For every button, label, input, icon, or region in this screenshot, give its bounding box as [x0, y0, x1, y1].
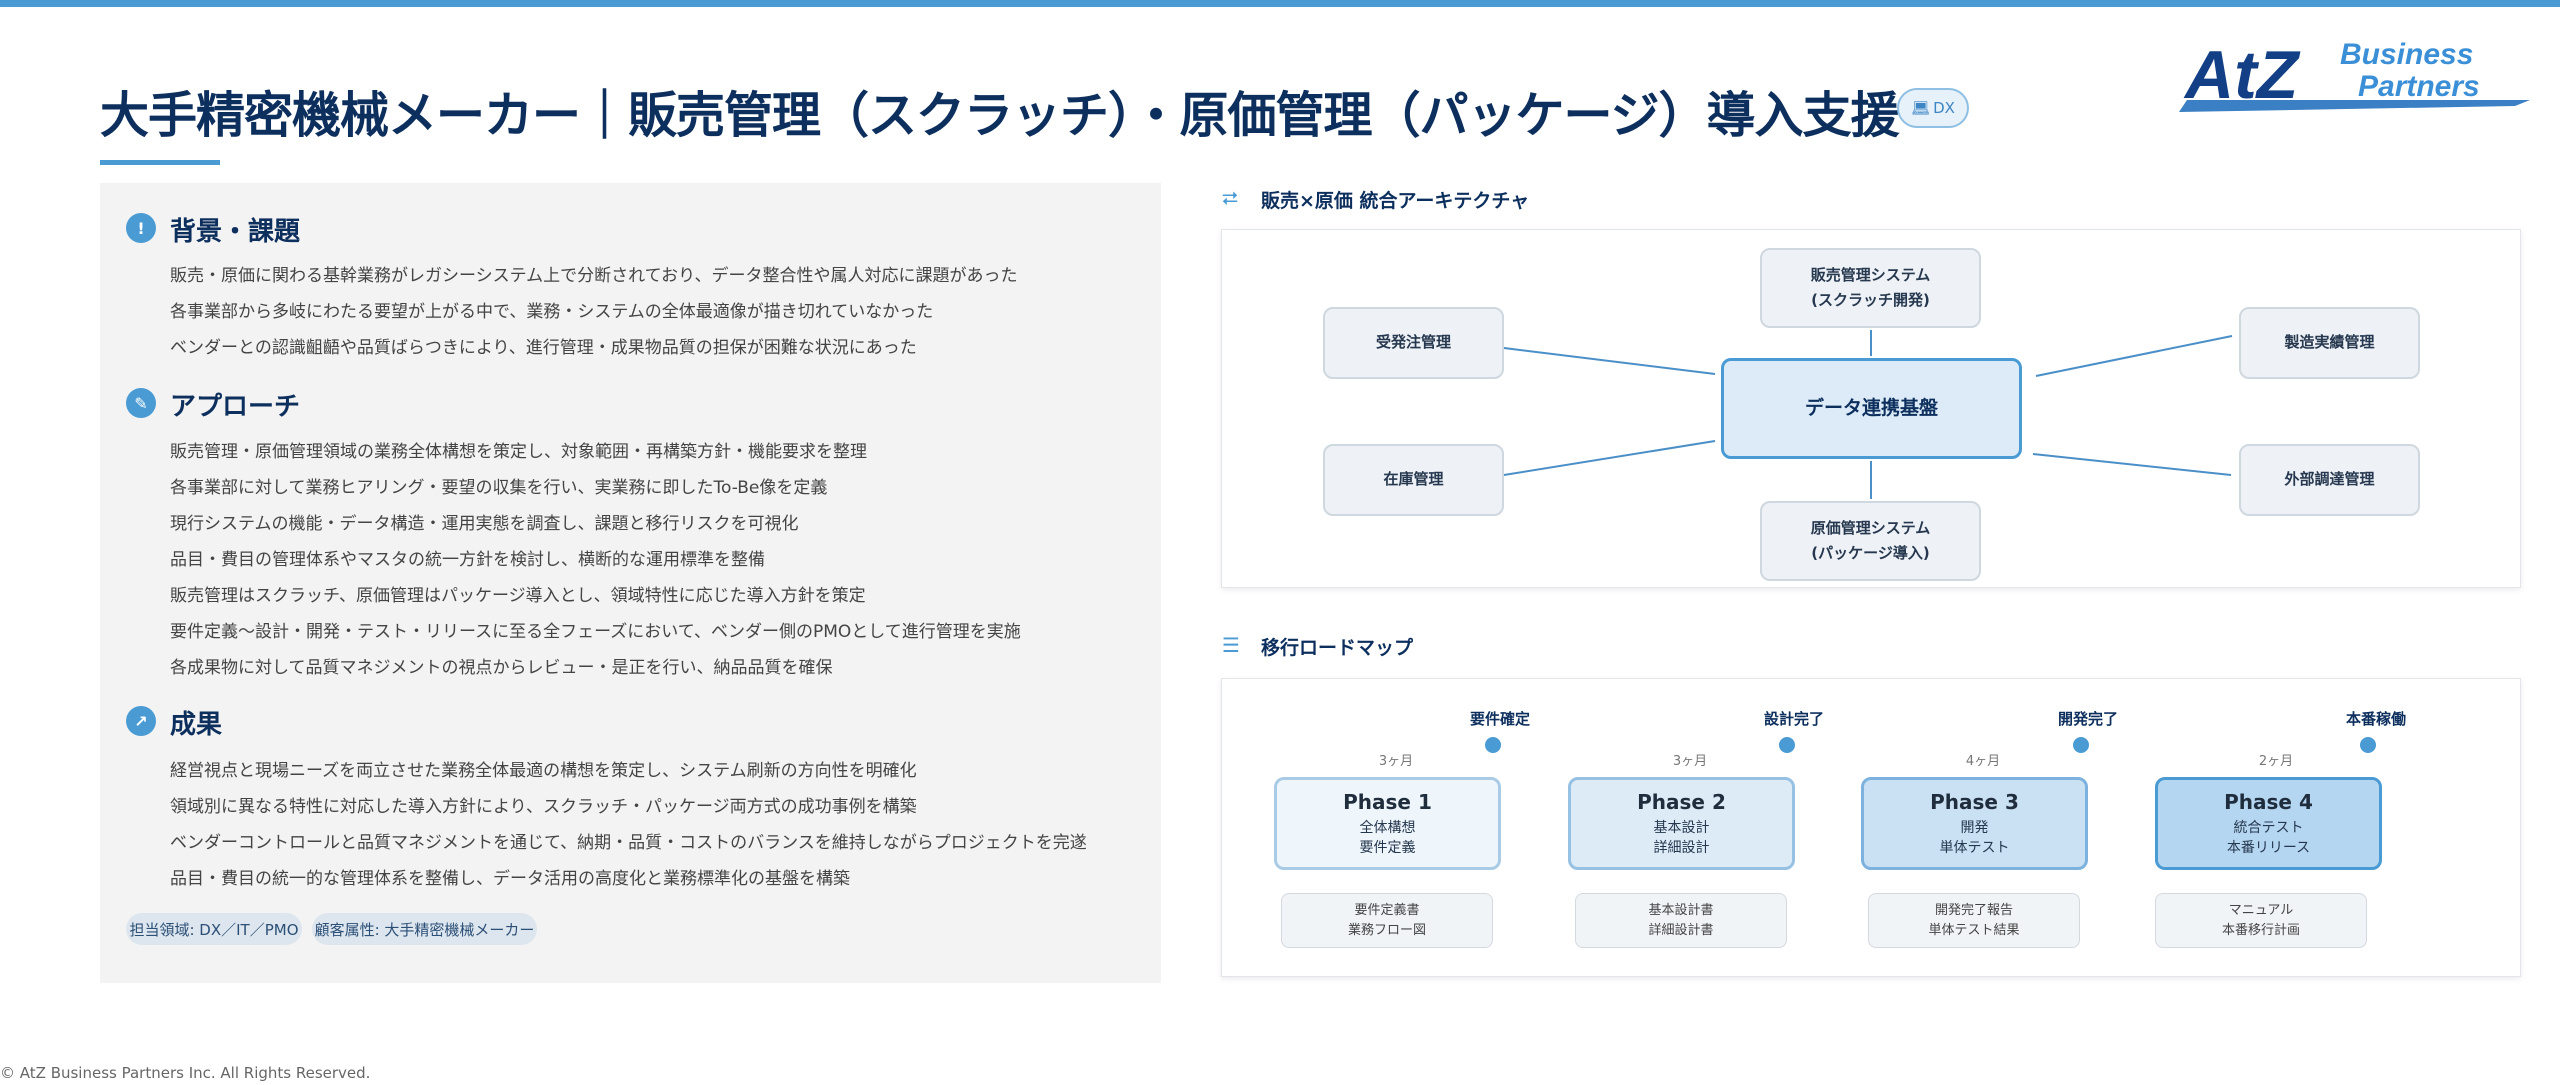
milestone-label: 本番稼働	[2345, 710, 2407, 728]
phase-card-2: Phase 2 基本設計詳細設計	[1568, 777, 1795, 870]
phase-name: Phase 4	[2224, 790, 2313, 814]
tag-domain: 担当領域: DX／IT／PMO	[126, 913, 302, 945]
exclamation-icon: !	[126, 213, 156, 243]
list-item: 販売・原価に関わる基幹業務がレガシーシステム上で分断されており、データ整合性や属…	[170, 266, 1018, 286]
list-item: 各事業部から多岐にわたる要望が上がる中で、業務・システムの全体最適像が描き切れて…	[170, 302, 934, 322]
list-item: 品目・費目の管理体系やマスタの統一方針を検討し、横断的な運用標準を整備	[170, 550, 765, 570]
company-logo: AtZ Business Partners	[2179, 37, 2530, 113]
phase-task: 本番リリース	[2226, 840, 2311, 857]
phase-task: 開発	[1960, 820, 1989, 836]
connector-line	[1503, 440, 1716, 476]
phase-name: Phase 3	[1930, 790, 2019, 814]
section-title-background: 背景・課題	[170, 217, 301, 247]
architecture-title: 販売×原価 統合アーキテクチャ	[1261, 190, 1530, 212]
phase-duration: 4ヶ月	[1965, 754, 2001, 769]
deliverable: 要件定義書	[1354, 903, 1420, 918]
deliverable: 開発完了報告	[1934, 903, 2013, 918]
list-item: ベンダーコントロールと品質マネジメントを通じて、納期・品質・コストのバランスを維…	[170, 833, 1087, 853]
milestone-label: 設計完了	[1763, 710, 1825, 728]
node-sales-system: 販売管理システム (スクラッチ開発)	[1760, 248, 1981, 328]
connector-line	[2032, 453, 2232, 476]
milestone-dot	[2360, 737, 2376, 753]
section-title-results: 成果	[170, 710, 223, 740]
list-item: ベンダーとの認識齟齬や品質ばらつきにより、進行管理・成果物品質の担保が困難な状況…	[170, 338, 917, 358]
phase-task: 統合テスト	[2233, 820, 2304, 836]
list-item: 現行システムの機能・データ構造・運用実態を調査し、課題と移行リスクを可視化	[170, 514, 799, 534]
list-item: 各事業部に対して業務ヒアリング・要望の収集を行い、実業務に即したTo-Be像を定…	[170, 478, 828, 498]
connector-line	[1503, 347, 1716, 375]
deliverable: 業務フロー図	[1347, 922, 1426, 938]
dx-badge: 💻︎DX	[1897, 88, 1969, 128]
roadmap-title: 移行ロードマップ	[1261, 637, 1414, 659]
deliverables-4: マニュアル本番移行計画	[2155, 893, 2367, 948]
phase-task: 詳細設計	[1653, 840, 1710, 857]
milestone-dot	[1779, 737, 1795, 753]
node-production-results: 製造実績管理	[2239, 307, 2420, 379]
node-procurement: 外部調達管理	[2239, 444, 2420, 516]
diagram-icon: ⮂	[1222, 186, 1238, 210]
node-cost-system: 原価管理システム (パッケージ導入)	[1760, 501, 1981, 581]
deliverables-1: 要件定義書業務フロー図	[1281, 893, 1493, 948]
copyright: © AtZ Business Partners Inc. All Rights …	[0, 1064, 371, 1082]
page-title: 大手精密機械メーカー｜販売管理（スクラッチ）・原価管理（パッケージ）導入支援	[100, 87, 1900, 144]
phase-card-1: Phase 1 全体構想要件定義	[1274, 777, 1501, 870]
deliverables-2: 基本設計書詳細設計書	[1575, 893, 1787, 948]
tag-client: 顧客属性: 大手精密機械メーカー	[312, 913, 537, 945]
list-item: 要件定義～設計・開発・テスト・リリースに至る全フェーズにおいて、ベンダー側のPM…	[170, 622, 1021, 642]
deliverable: 本番移行計画	[2221, 922, 2300, 938]
section-title-approach: アプローチ	[170, 392, 301, 422]
node-data-platform: データ連携基盤	[1721, 358, 2022, 459]
node-inventory-management: 在庫管理	[1323, 444, 1504, 516]
deliverables-3: 開発完了報告単体テスト結果	[1868, 893, 2080, 948]
milestone-label: 開発完了	[2057, 710, 2119, 728]
deliverable: 基本設計書	[1648, 903, 1714, 918]
phase-name: Phase 1	[1343, 790, 1432, 814]
deliverable: マニュアル	[2228, 903, 2294, 918]
list-item: 品目・費目の統一的な管理体系を整備し、データ活用の高度化と業務標準化の基盤を構築	[170, 869, 850, 889]
milestone-dot	[2073, 737, 2089, 753]
phase-card-4: Phase 4 統合テスト本番リリース	[2155, 777, 2382, 870]
overview-panel	[100, 183, 1161, 983]
list-item: 経営視点と現場ニーズを両立させた業務全体最適の構想を策定し、システム刷新の方向性…	[170, 761, 917, 781]
phase-duration: 3ヶ月	[1672, 754, 1708, 769]
list-item: 販売管理・原価管理領域の業務全体構想を策定し、対象範囲・再構築方針・機能要求を整…	[170, 442, 867, 462]
title-underline	[100, 160, 220, 165]
deliverable: 単体テスト結果	[1928, 922, 2020, 938]
milestone-dot	[1485, 737, 1501, 753]
phase-duration: 3ヶ月	[1378, 754, 1414, 769]
list-item: 領域別に異なる特性に対応した導入方針により、スクラッチ・パッケージ両方式の成功事…	[170, 797, 917, 817]
chart-icon: ↗	[126, 706, 156, 736]
laptop-icon: 💻︎	[1911, 99, 1931, 117]
phase-name: Phase 2	[1637, 790, 1726, 814]
phase-duration: 2ヶ月	[2258, 754, 2294, 769]
badge-label: DX	[1933, 99, 1955, 117]
phase-task: 要件定義	[1359, 840, 1416, 857]
phase-task: 全体構想	[1359, 820, 1416, 836]
phase-card-3: Phase 3 開発単体テスト	[1861, 777, 2088, 870]
phase-task: 単体テスト	[1939, 840, 2010, 857]
node-order-management: 受発注管理	[1323, 307, 1504, 379]
connector-line	[2035, 335, 2233, 377]
list-item: 販売管理はスクラッチ、原価管理はパッケージ導入とし、領域特性に応じた導入方針を策…	[170, 586, 866, 606]
milestone-label: 要件確定	[1469, 710, 1531, 728]
checklist-icon: ☰	[1222, 633, 1240, 657]
list-item: 各成果物に対して品質マネジメントの視点からレビュー・是正を行い、納品品質を確保	[170, 658, 833, 678]
phase-task: 基本設計	[1653, 820, 1710, 836]
svg-text:Partners: Partners	[2358, 70, 2480, 103]
top-accent-bar	[0, 0, 2560, 7]
svg-text:Business: Business	[2340, 38, 2473, 71]
approach-icon: ✎	[126, 388, 156, 418]
deliverable: 詳細設計書	[1648, 922, 1714, 938]
